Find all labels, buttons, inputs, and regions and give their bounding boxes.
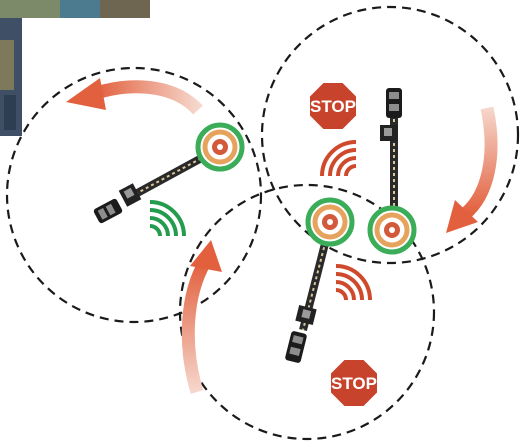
signal-waves-icon xyxy=(322,142,356,176)
target-icon xyxy=(198,125,242,169)
target-icon xyxy=(308,200,352,244)
rotation-arrow-icon xyxy=(188,240,222,392)
signal-waves-icon xyxy=(150,202,184,236)
rotation-arrow-icon xyxy=(66,78,198,110)
robot-arm-right xyxy=(370,88,414,252)
wheel-icon xyxy=(285,331,308,364)
target-icon xyxy=(370,208,414,252)
stop-sign-icon: STOP xyxy=(330,359,378,407)
signal-waves-icon xyxy=(336,266,370,300)
wheel-icon xyxy=(93,198,123,224)
robot-arm-left xyxy=(93,125,242,224)
rotation-arrow-icon xyxy=(446,108,491,233)
stop-sign-label: STOP xyxy=(310,97,356,116)
stop-sign-label: STOP xyxy=(331,374,377,393)
stop-sign-icon: STOP xyxy=(309,82,357,130)
wheel-icon xyxy=(386,88,402,118)
